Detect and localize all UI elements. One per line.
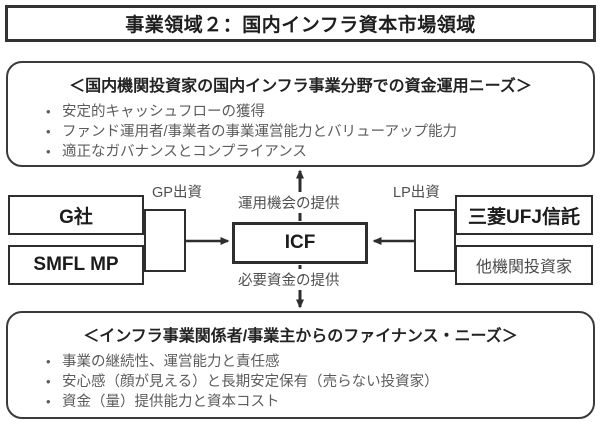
- list-item-label: ファンド運用者/事業者の事業運営能力とバリューアップ能力: [62, 124, 457, 140]
- finance-needs-panel: ＜インフラ事業関係者/事業主からのファイナンス・ニーズ＞ • 事業の継続性、運営…: [6, 311, 595, 419]
- bullet-icon: •: [46, 124, 51, 139]
- gp-bracket-connector: [144, 209, 186, 272]
- list-item-label: 資金（量）提供能力と資本コスト: [62, 394, 280, 410]
- list-item-label: 安心感（顔が見える）と長期安定保有（売らない投資家）: [62, 374, 439, 390]
- entity-label: G社: [59, 206, 93, 228]
- finance-needs-heading: ＜インフラ事業関係者/事業主からのファイナンス・ニーズ＞: [83, 328, 518, 345]
- page-title: 事業領域２：国内インフラ資本市場領域: [125, 15, 476, 36]
- caption-gp-investment: GP出資: [150, 181, 204, 202]
- bullet-icon: •: [46, 144, 51, 159]
- list-item: • 適正なガバナンスとコンプライアンス: [8, 142, 593, 162]
- list-item: • 安心感（顔が見える）と長期安定保有（売らない投資家）: [8, 372, 593, 392]
- entity-g-company: G社: [8, 195, 144, 235]
- caption-funding-provision: 必要資金の提供: [236, 269, 342, 290]
- entity-other-investors: 他機関投資家: [455, 245, 593, 285]
- list-item: • 安定的キャッシュフローの獲得: [8, 102, 593, 122]
- caption-opportunity-provision: 運用機会の提供: [236, 192, 342, 213]
- bullet-icon: •: [46, 104, 51, 119]
- bullet-icon: •: [46, 394, 51, 409]
- list-item: • 資金（量）提供能力と資本コスト: [8, 392, 593, 412]
- bullet-icon: •: [46, 374, 51, 389]
- title-banner: 事業領域２：国内インフラ資本市場領域: [5, 5, 596, 42]
- lp-bracket-connector: [414, 209, 456, 272]
- list-item: • 事業の継続性、運営能力と責任感: [8, 352, 593, 372]
- entity-label: 他機関投資家: [475, 259, 572, 276]
- entity-mufg-trust: 三菱UFJ信託: [455, 195, 593, 235]
- entity-label: 三菱UFJ信託: [468, 206, 580, 228]
- investor-needs-heading: ＜国内機関投資家の国内インフラ事業分野での資金運用ニーズ＞: [69, 78, 532, 95]
- entity-label: SMFL MP: [33, 254, 119, 275]
- bullet-icon: •: [46, 354, 51, 369]
- entity-icf: ICF: [232, 222, 368, 264]
- list-item-label: 事業の継続性、運営能力と責任感: [62, 354, 280, 370]
- list-item-label: 安定的キャッシュフローの獲得: [62, 104, 265, 120]
- investor-needs-panel: ＜国内機関投資家の国内インフラ事業分野での資金運用ニーズ＞ • 安定的キャッシュ…: [6, 61, 595, 167]
- list-item-label: 適正なガバナンスとコンプライアンス: [62, 144, 307, 160]
- finance-needs-list: • 事業の継続性、運営能力と責任感 • 安心感（顔が見える）と長期安定保有（売ら…: [8, 352, 593, 412]
- investor-needs-list: • 安定的キャッシュフローの獲得 • ファンド運用者/事業者の事業運営能力とバリ…: [8, 102, 593, 162]
- entity-smfl-mp: SMFL MP: [8, 245, 144, 285]
- entity-label: ICF: [284, 232, 316, 253]
- caption-lp-investment: LP出資: [391, 181, 442, 202]
- list-item: • ファンド運用者/事業者の事業運営能力とバリューアップ能力: [8, 122, 593, 142]
